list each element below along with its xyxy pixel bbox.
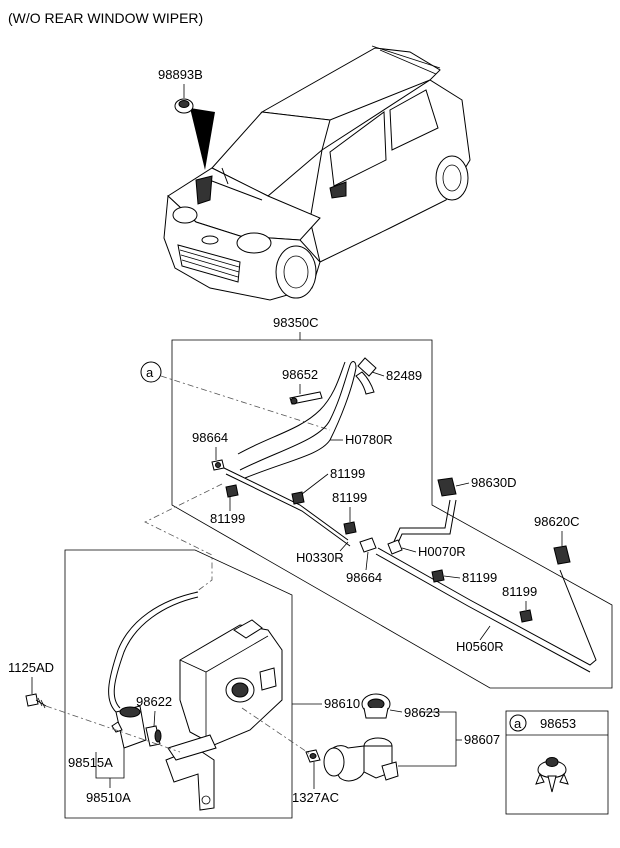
- label-98620C: 98620C: [534, 514, 580, 529]
- label-82489: 82489: [386, 368, 422, 383]
- detail-box-98653: a 98653: [505, 710, 609, 815]
- pointer-wedge: [190, 108, 215, 170]
- label-98893B: 98893B: [158, 67, 203, 82]
- label-98610: 98610: [324, 696, 360, 711]
- washer-pump-98515A: [111, 705, 147, 749]
- label-H0330R: H0330R: [296, 550, 344, 565]
- label-98350C: 98350C: [273, 315, 319, 330]
- label-81199-e: 81199: [502, 584, 537, 599]
- bolt-1125AD: [25, 693, 47, 709]
- label-98623: 98623: [404, 705, 440, 720]
- label-1125AD: 1125AD: [8, 660, 54, 675]
- ref-circle-a-detail: [509, 714, 527, 732]
- label-98622: 98622: [136, 694, 172, 709]
- filler-cap-98623: [361, 693, 391, 719]
- reservoir-box-outline: [64, 549, 293, 819]
- washer-reservoir-98610: [165, 619, 283, 811]
- filler-neck-98607: [323, 737, 399, 782]
- label-H0070R: H0070R: [418, 544, 466, 559]
- label-98630D: 98630D: [471, 475, 517, 490]
- ref-a-main: a: [146, 365, 154, 380]
- nut-1327AC: [305, 749, 321, 763]
- label-98652: 98652: [282, 367, 318, 382]
- hose-end-82489: [357, 357, 377, 377]
- label-98664-top: 98664: [192, 430, 228, 445]
- label-H0560R: H0560R: [456, 639, 504, 654]
- nozzle-98620C: [553, 545, 571, 565]
- ref-a-box: a: [514, 716, 522, 731]
- connector-H0070R: [387, 539, 403, 555]
- label-98510A: 98510A: [86, 790, 131, 805]
- connector-98664-bottom: [359, 537, 377, 553]
- label-81199-c: 81199: [210, 511, 245, 526]
- reservoir-hose: [108, 591, 199, 713]
- label-81199-d: 81199: [462, 570, 497, 585]
- label-98607: 98607: [464, 732, 500, 747]
- diagram-title: (W/O REAR WINDOW WIPER): [8, 10, 203, 26]
- label-81199-a: 81199: [330, 466, 365, 481]
- grommet-98622: [145, 725, 162, 747]
- hose-assembly-outline: [171, 339, 613, 689]
- label-81199-b: 81199: [332, 490, 367, 505]
- hose-H0330R: [223, 467, 349, 541]
- label-H0780R: H0780R: [345, 432, 393, 447]
- car-illustration: [163, 45, 471, 301]
- label-98664-bottom: 98664: [346, 570, 382, 585]
- hose-H0560R: [377, 547, 597, 666]
- label-1327AC: 1327AC: [292, 790, 339, 805]
- clips-81199: [225, 484, 533, 623]
- ref-circle-a: [140, 361, 162, 383]
- clip-98653: [535, 757, 569, 793]
- nozzle-98630D: [437, 477, 457, 497]
- label-98653: 98653: [540, 716, 576, 731]
- label-98515A: 98515A: [68, 755, 113, 770]
- grommet-98893B: [174, 98, 194, 114]
- hose-H0780R: [237, 361, 357, 479]
